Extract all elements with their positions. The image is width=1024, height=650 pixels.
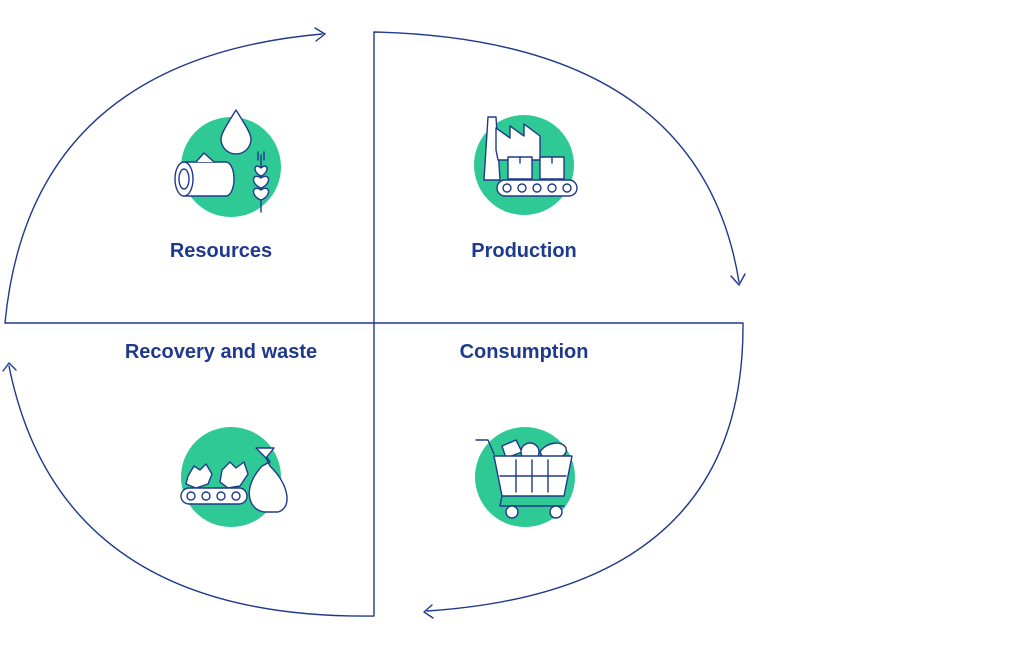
quadrant-label-consumption: Consumption <box>459 341 589 363</box>
cycle-arc-recovery <box>8 322 375 617</box>
waste-recycling-icon <box>180 427 288 527</box>
arrowhead-resources-icon <box>314 27 326 42</box>
factory-conveyor-icon <box>474 115 578 215</box>
arrowhead-consumption-icon <box>423 604 434 619</box>
cycle-arc-consumption <box>373 322 744 612</box>
quadrant-label-resources: Resources <box>169 240 273 262</box>
shopping-cart-icon <box>475 427 575 527</box>
cycle-arc-resources <box>4 33 323 324</box>
raw-materials-icon <box>174 109 281 217</box>
cycle-arc-production <box>373 31 740 324</box>
arrowhead-production-icon <box>730 273 746 286</box>
arrowhead-recovery-icon <box>2 362 17 372</box>
quadrant-label-recovery: Recovery and waste <box>124 341 318 363</box>
quadrant-label-production: Production <box>471 240 577 262</box>
